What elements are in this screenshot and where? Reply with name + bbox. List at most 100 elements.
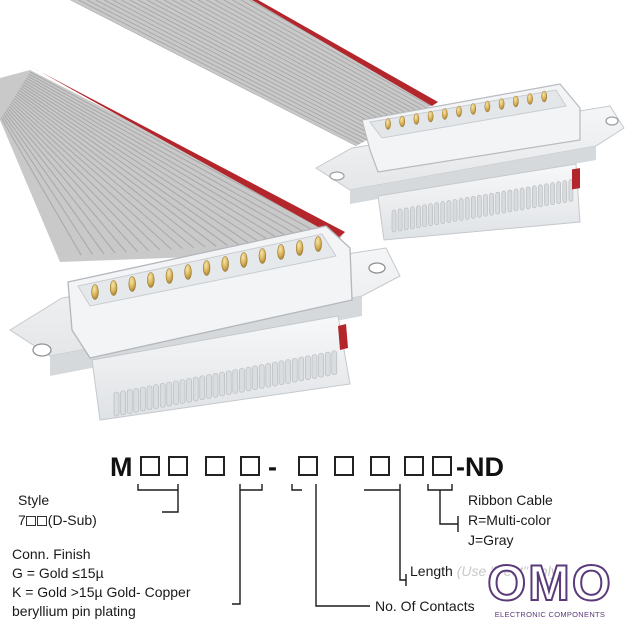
- front-idc-tooth: [318, 352, 324, 378]
- front-gold-pin: [295, 240, 304, 256]
- back-cable-wire: [232, 0, 428, 109]
- front-cable-wire: [10, 101, 172, 250]
- length-bracket: [364, 484, 407, 586]
- front-cable-wire: [2, 115, 93, 255]
- back-ribbon-cable: [70, 0, 438, 146]
- back-idc-tooth: [568, 179, 574, 202]
- back-red-stripe: [252, 0, 438, 106]
- back-cable-wire: [146, 0, 390, 129]
- front-gold-pin: [240, 252, 248, 268]
- back-idc-tooth: [397, 208, 403, 232]
- back-idc-tooth: [489, 192, 494, 216]
- part-number-slot-length-1: [370, 456, 390, 476]
- finish-option-g: G = Gold ≤15µ: [12, 565, 104, 581]
- finish-option-k: K = Gold >15µ Gold- Copper: [12, 584, 191, 600]
- back-gold-pin: [541, 90, 548, 103]
- back-idc-tooth: [556, 181, 562, 204]
- front-gold-pin: [314, 236, 322, 252]
- back-idc-tooth: [513, 188, 519, 212]
- back-gold-pin: [527, 93, 533, 105]
- part-number-slot-style-1: [140, 456, 160, 476]
- back-d-sub-connector: [315, 83, 625, 241]
- back-cable-wire: [172, 0, 401, 123]
- style-code: 7(D-Sub): [18, 512, 97, 529]
- back-cable-wire: [78, 0, 360, 145]
- back-idc-tooth: [550, 182, 555, 205]
- front-idc-tooth: [278, 360, 285, 386]
- front-gold-pin: [165, 268, 174, 284]
- back-cable-wire: [223, 0, 424, 111]
- back-idc-tooth: [477, 195, 482, 218]
- front-idc-tooth: [140, 386, 146, 412]
- front-idc-tooth: [153, 384, 159, 409]
- part-number-slot-length-3: [432, 456, 452, 476]
- back-mounting-hole-right: [605, 116, 619, 126]
- back-idc-tooth: [464, 197, 470, 220]
- back-idc-tooth: [501, 190, 507, 214]
- front-idc-tooth: [245, 366, 252, 392]
- front-idc-tooth: [225, 370, 232, 396]
- front-gold-pin: [277, 244, 285, 260]
- back-idc-tooth: [483, 193, 488, 217]
- cable-option-j: J=Gray: [468, 532, 514, 548]
- length-label: Length (Use "Feet" only): [410, 563, 562, 580]
- front-idc-tooth: [133, 387, 140, 413]
- back-idc-tooth: [434, 202, 440, 225]
- back-idc-tooth: [391, 209, 397, 233]
- front-gold-pin: [147, 272, 155, 288]
- back-cable-wire: [215, 0, 420, 113]
- front-idc-tooth: [331, 350, 338, 376]
- style-bracket: [137, 484, 179, 513]
- front-idc-tooth: [146, 385, 153, 411]
- front-idc-tooth: [258, 364, 265, 389]
- back-idc-tooth: [519, 187, 525, 211]
- front-idc-tooth: [113, 391, 120, 417]
- back-idc-tooth: [403, 207, 409, 231]
- front-gold-pin: [184, 264, 192, 280]
- front-cable-wire: [5, 109, 127, 253]
- back-gold-pin: [413, 113, 420, 125]
- back-idc-tooth: [507, 189, 513, 213]
- cable-bracket: [427, 484, 459, 532]
- front-idc-tooth: [206, 374, 212, 399]
- back-idc-tooth: [562, 180, 568, 203]
- front-idc-tooth: [166, 381, 173, 407]
- omo-brand-word: OMO: [486, 555, 613, 611]
- front-idc-tooth: [324, 351, 331, 377]
- back-idc-tooth: [525, 186, 531, 210]
- back-idc-tooth: [422, 204, 427, 228]
- part-number-slot-style-2: [168, 456, 188, 476]
- front-idc-tooth: [199, 375, 206, 401]
- back-idc-tooth: [538, 184, 543, 208]
- back-gold-pin: [456, 105, 462, 118]
- front-cable-wire: [0, 117, 82, 256]
- front-idc-tooth: [232, 369, 239, 394]
- style-code-prefix: 7: [18, 512, 26, 528]
- front-mounting-hole-right: [368, 262, 386, 274]
- front-idc-tooth: [305, 355, 311, 381]
- front-cable-wire: [13, 97, 195, 249]
- front-idc-tooth: [311, 354, 318, 379]
- front-cable-wire: [22, 83, 273, 243]
- front-cable-wire: [3, 113, 105, 255]
- front-idc-tooth: [265, 362, 272, 388]
- front-gold-pin: [91, 284, 99, 300]
- back-idc-tooth: [544, 183, 549, 207]
- front-cable-wire: [12, 99, 183, 249]
- front-idc-tooth: [179, 379, 186, 404]
- contacts-bracket: [291, 484, 370, 607]
- ribbon-cable-assembly-illustration: [0, 0, 625, 421]
- back-cable-wire: [138, 0, 387, 131]
- front-idc-tooth: [252, 365, 258, 391]
- front-gold-pin: [202, 260, 211, 276]
- style-code-box-2: [36, 516, 47, 526]
- front-idc-tooth: [120, 390, 126, 416]
- part-number-slot-length-2: [404, 456, 424, 476]
- back-cable-wire: [206, 0, 416, 115]
- back-idc-tooth: [446, 200, 452, 223]
- front-red-stripe: [30, 66, 345, 238]
- front-cable-wire: [19, 87, 251, 245]
- back-cable-wire: [180, 0, 405, 121]
- front-idc-tooth: [173, 380, 179, 406]
